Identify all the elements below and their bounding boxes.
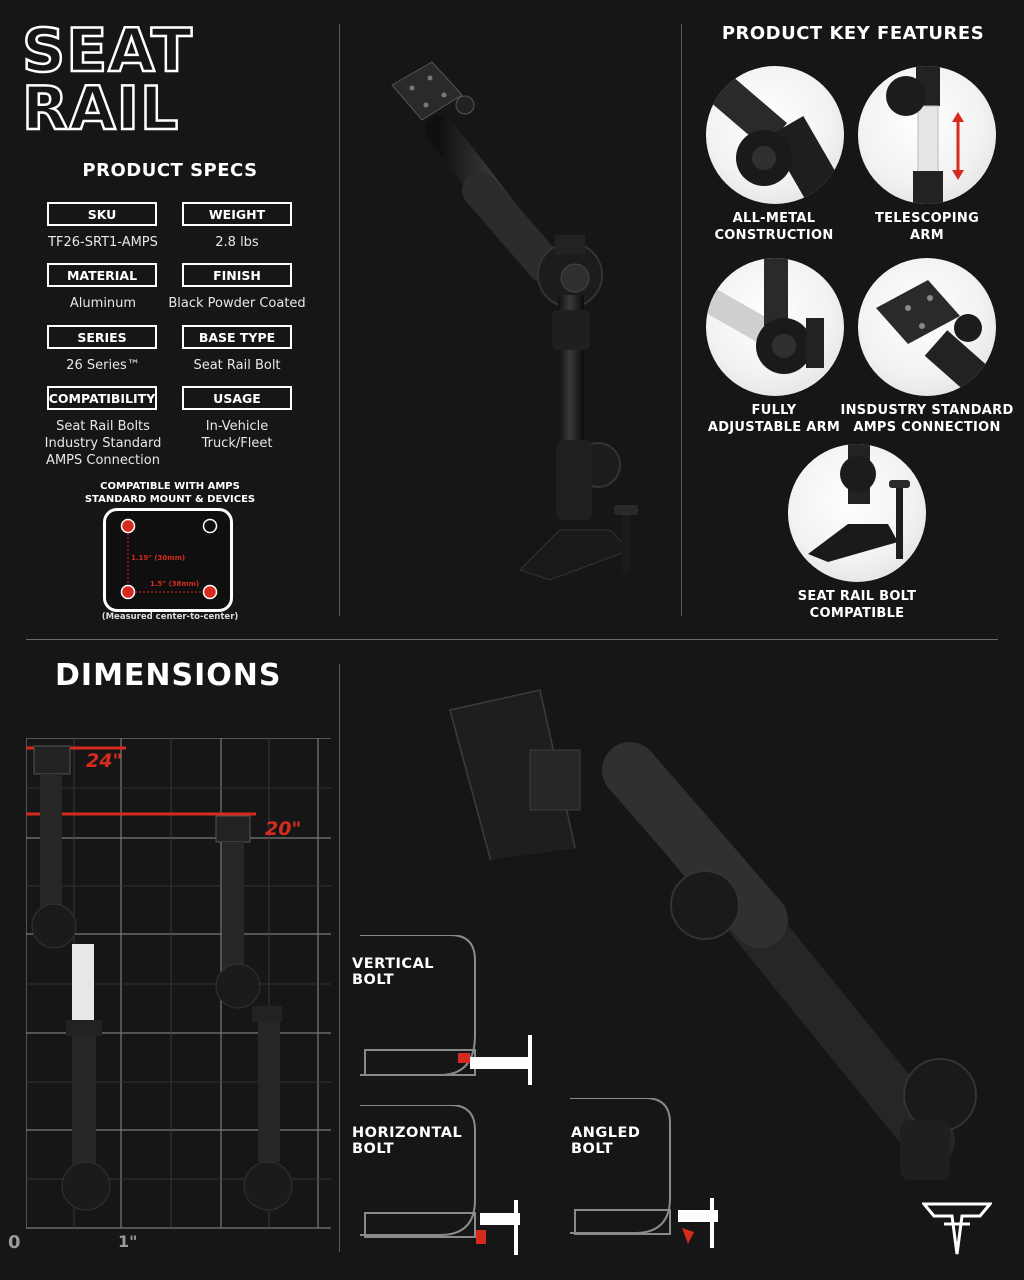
tablet-holder-arm-illustration: [449, 689, 977, 1180]
brand-logo: [922, 1202, 992, 1255]
amps-caption: COMPATIBLE WITH AMPS STANDARD MOUNT & DE…: [84, 481, 256, 505]
amps-note: (Measured center-to-center): [101, 612, 239, 622]
amps-pattern-svg: [120, 518, 218, 600]
feature-image-adjustable: [706, 258, 844, 396]
spec-label-weight: WEIGHT: [182, 202, 292, 226]
feature-label-amps: INSDUSTRY STANDARD AMPS CONNECTION: [840, 403, 1014, 435]
feature-label-seat-rail-bolt: SEAT RAIL BOLT COMPATIBLE: [797, 589, 917, 621]
spec-value-base-type: Seat Rail Bolt: [193, 358, 281, 373]
divider-right: [681, 24, 682, 616]
divider-bottom-left: [339, 664, 340, 1252]
amps-hole-diagram: [103, 508, 233, 612]
feature-image-amps: [858, 258, 996, 396]
spec-label-compatibility: COMPATIBILITY: [47, 386, 157, 410]
features-heading: PRODUCT KEY FEATURES: [721, 23, 985, 44]
feature-image-all-metal: [706, 66, 844, 204]
amps-vertical-spacing: 1.19" (30mm): [131, 554, 186, 562]
axis-zero-label: 0: [8, 1232, 21, 1253]
dimension-grid-diagram: [26, 738, 331, 1229]
angled-bolt-label: ANGLED BOLT: [571, 1125, 641, 1157]
divider-horizontal: [26, 639, 998, 640]
spec-value-compatibility: Seat Rail Bolts Industry Standard AMPS C…: [44, 419, 162, 468]
feature-amps-illustration: [876, 280, 996, 396]
horizontal-bolt-label: HORIZONTAL BOLT: [352, 1125, 463, 1157]
spec-value-weight: 2.8 lbs: [215, 235, 259, 250]
spec-value-usage: In-Vehicle Truck/Fleet: [201, 419, 273, 451]
spec-label-base-type: BASE TYPE: [182, 325, 292, 349]
title-line-2: RAIL: [21, 74, 180, 144]
angled-bolt-illustration: [570, 1098, 718, 1248]
feature-label-adjustable: FULLY ADJUSTABLE ARM: [707, 403, 841, 435]
spec-value-sku: TF26-SRT1-AMPS: [48, 235, 158, 250]
product-arm-illustration: [391, 61, 638, 581]
spec-label-material: MATERIAL: [47, 263, 157, 287]
dimension-collapsed-height: 20": [265, 818, 302, 840]
axis-unit-label: 1": [118, 1232, 138, 1251]
dimension-extended-height: 24": [86, 750, 123, 772]
spec-label-series: SERIES: [47, 325, 157, 349]
feature-label-telescoping: TELESCOPING ARM: [874, 211, 980, 243]
spec-value-series: 26 Series™: [66, 358, 140, 373]
feature-image-telescoping: [858, 66, 996, 204]
feature-all-metal-illustration: [706, 66, 844, 204]
spec-value-material: Aluminum: [69, 296, 137, 311]
divider-left: [339, 24, 340, 616]
amps-horizontal-spacing: 1.5" (38mm): [150, 580, 200, 588]
spec-label-usage: USAGE: [182, 386, 292, 410]
vertical-bolt-label: VERTICAL BOLT: [352, 956, 435, 988]
feature-label-all-metal: ALL-METAL CONSTRUCTION: [714, 211, 834, 243]
feature-telescoping-illustration: [886, 66, 964, 204]
specs-heading: PRODUCT SPECS: [82, 160, 258, 181]
feature-adjustable-illustration: [706, 258, 824, 374]
vertical-bolt-illustration: [360, 935, 532, 1085]
spec-label-finish: FINISH: [182, 263, 292, 287]
spec-value-finish: Black Powder Coated: [168, 296, 306, 311]
feature-image-seat-rail-bolt: [788, 444, 926, 582]
horizontal-bolt-illustration: [360, 1105, 520, 1255]
spec-label-sku: SKU: [47, 202, 157, 226]
title-line-1: SEAT: [21, 16, 193, 86]
dimensions-heading: DIMENSIONS: [55, 658, 282, 693]
feature-seat-rail-bolt-illustration: [808, 444, 910, 562]
